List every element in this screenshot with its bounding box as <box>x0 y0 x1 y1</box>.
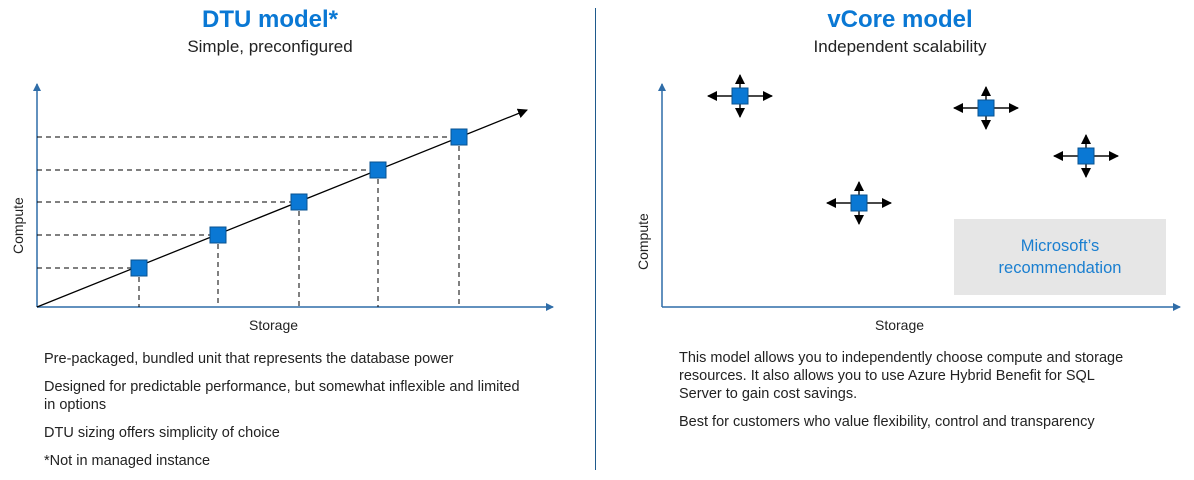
dtu-y-label: Compute <box>10 197 26 254</box>
dtu-bullet: Pre-packaged, bundled unit that represen… <box>44 351 454 367</box>
dtu-title: DTU model* <box>201 6 338 33</box>
vcore-description: This model allows you to independently c… <box>679 349 1159 441</box>
panel-divider <box>595 8 596 470</box>
dtu-points <box>130 128 468 277</box>
dtu-point <box>209 226 227 244</box>
vcore-axes <box>658 83 1181 311</box>
dtu-point <box>450 128 468 146</box>
dtu-bullet: Designed for predictable performance, bu… <box>44 379 520 413</box>
dtu-subtitle: Simple, preconfigured <box>187 37 353 56</box>
recommendation-box: Microsoft’s recommendation <box>954 219 1166 295</box>
dtu-point <box>290 193 308 211</box>
dtu-bullet: DTU sizing offers simplicity of choice <box>44 425 280 441</box>
dtu-axes <box>33 83 554 311</box>
vcore-bullet: This model allows you to independently c… <box>679 350 1124 402</box>
dtu-point <box>130 259 148 277</box>
vcore-point <box>826 181 892 225</box>
dtu-trend-line <box>36 108 528 308</box>
vcore-y-label: Compute <box>635 213 651 270</box>
vcore-points <box>707 74 1119 225</box>
dtu-footnote: *Not in managed instance <box>44 453 211 469</box>
dtu-x-label: Storage <box>249 317 299 333</box>
vcore-point <box>953 86 1019 130</box>
vcore-point <box>1053 134 1119 178</box>
vcore-point <box>707 74 773 118</box>
dtu-guides <box>37 136 460 307</box>
vcore-subtitle: Independent scalability <box>813 37 987 56</box>
vcore-bullet: Best for customers who value flexibility… <box>679 414 1095 430</box>
dtu-description: Pre-packaged, bundled unit that represen… <box>44 350 544 480</box>
vcore-title: vCore model <box>827 6 973 33</box>
recommendation-text: Microsoft’s recommendation <box>998 237 1122 277</box>
vcore-x-label: Storage <box>875 317 925 333</box>
dtu-point <box>369 161 387 179</box>
